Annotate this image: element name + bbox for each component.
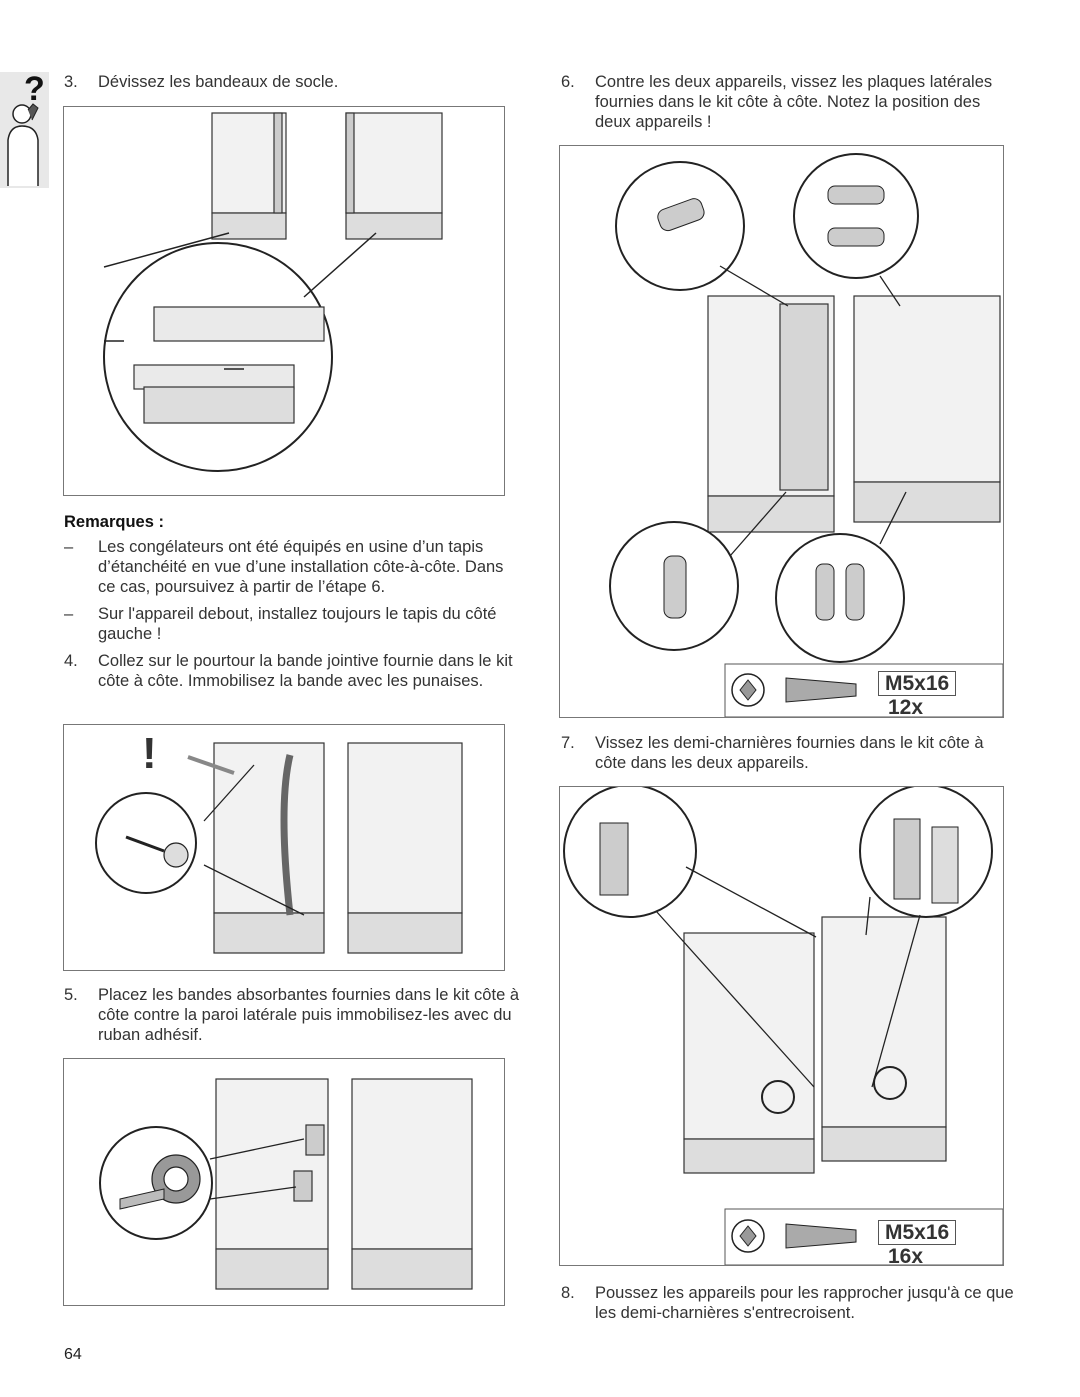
step-3-number: 3.: [64, 73, 78, 91]
step-4-text: Collez sur le pourtour la bande jointive…: [98, 652, 513, 690]
screw-size-6: M5x16: [878, 671, 957, 696]
question-mark-icon: ?: [24, 70, 45, 108]
page-number: 64: [64, 1346, 82, 1363]
remark-2-text: Sur l'appareil debout, installez toujour…: [98, 605, 497, 643]
remark-1-dash: –: [64, 538, 74, 556]
step-7-number: 7.: [561, 734, 575, 752]
figure-side-plates: M5x16 12x: [559, 145, 1004, 720]
help-person-icon: [7, 103, 39, 186]
step-8-number: 8.: [561, 1284, 575, 1302]
step-5-text: Placez les bandes absorbantes fournies d…: [98, 986, 520, 1044]
step-3-text: Dévissez les bandeaux de socle.: [98, 73, 339, 91]
screw-size-7: M5x16: [878, 1220, 957, 1245]
remark-1-text: Les congélateurs ont été équipés en usin…: [98, 538, 504, 596]
remarks-title: Remarques :: [64, 513, 164, 531]
figure-seal-strip: !: [63, 724, 505, 971]
step-6-number: 6.: [561, 73, 575, 91]
screw-count-6: 12x: [888, 696, 924, 719]
screw-count-7: 16x: [888, 1245, 924, 1268]
step-8-text: Poussez les appareils pour les rapproche…: [595, 1284, 1014, 1322]
step-7-text: Vissez les demi-charnières fournies dans…: [595, 734, 984, 772]
warning-mark: !: [142, 729, 157, 778]
step-5-number: 5.: [64, 986, 78, 1004]
figure-absorbent-strips: [63, 1058, 505, 1306]
figure-half-hinges: M5x16 16x: [559, 784, 1004, 1269]
screw-spec-6: M5x16 12x: [878, 671, 1003, 720]
step-4-number: 4.: [64, 652, 78, 670]
screw-spec-7: M5x16 16x: [878, 1220, 1003, 1269]
figure-socle-removal: [63, 106, 505, 496]
remark-2-dash: –: [64, 605, 74, 623]
step-6-text: Contre les deux appareils, vissez les pl…: [595, 73, 993, 131]
